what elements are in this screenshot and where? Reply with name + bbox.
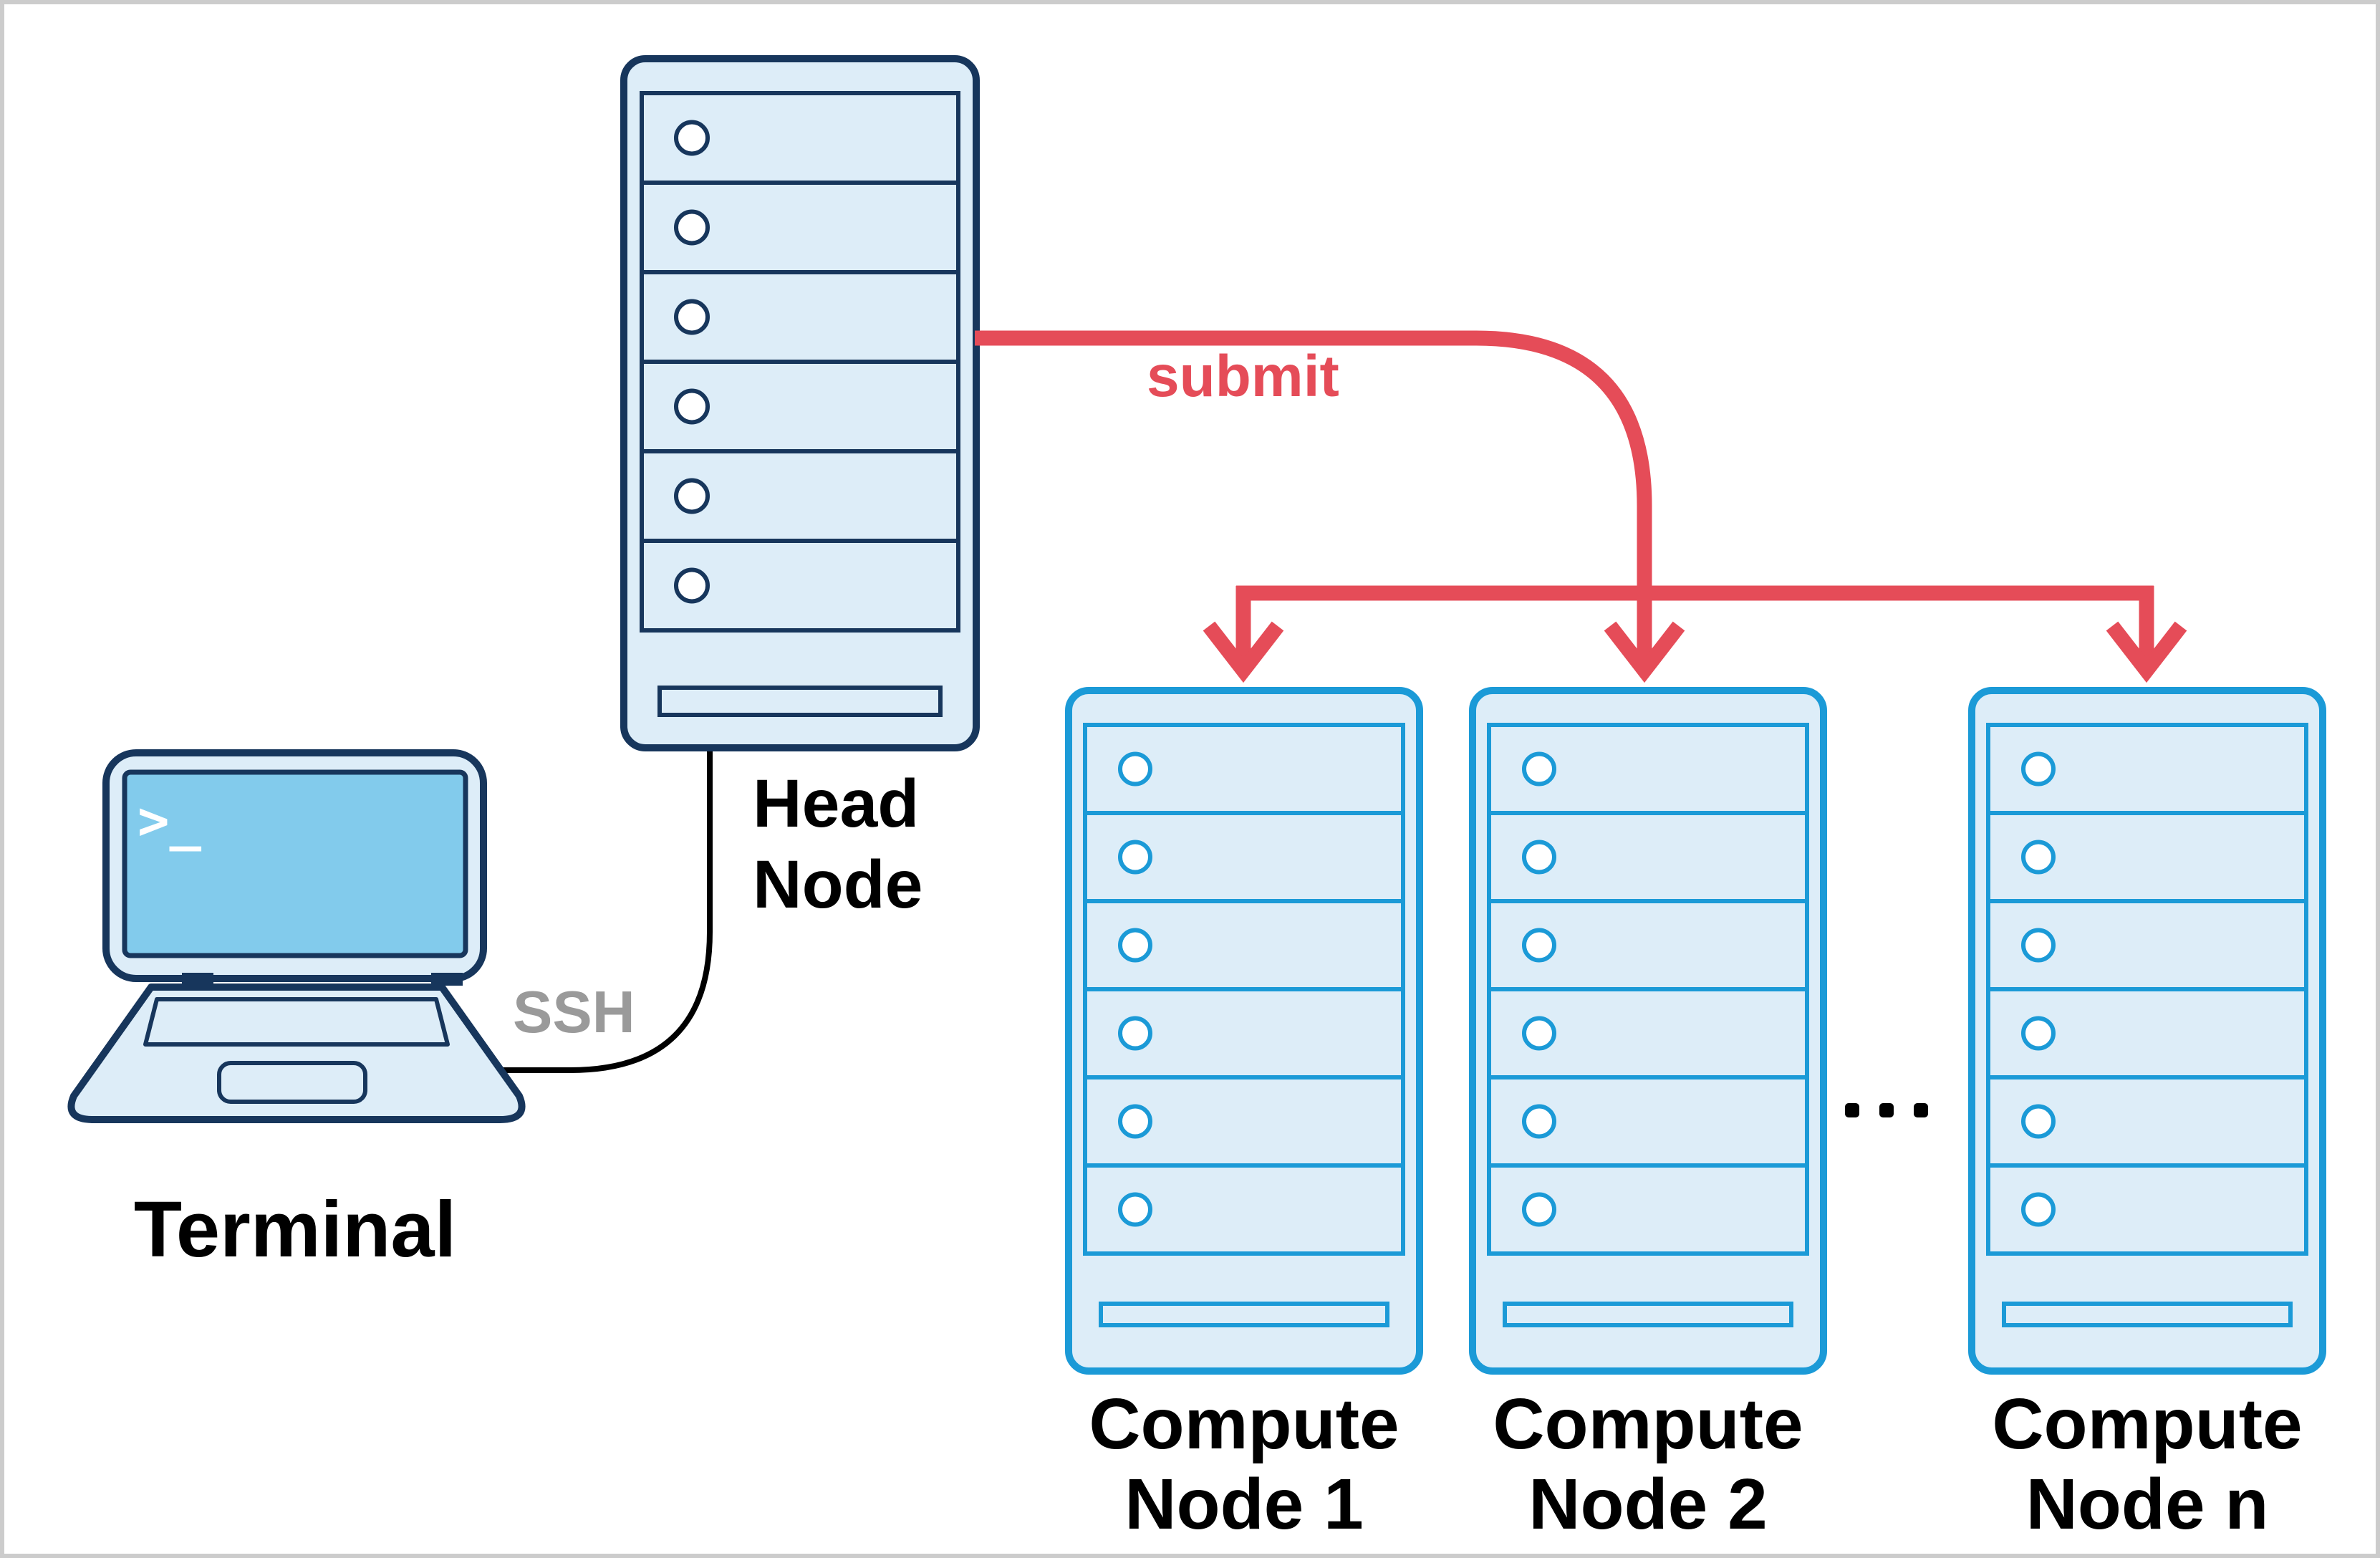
ellipsis-dot	[1845, 1103, 1859, 1117]
laptop-hinge-right	[431, 973, 463, 986]
compute-node-2-label: Compute Node 2	[1397, 1384, 1899, 1544]
ellipsis-dot	[1914, 1103, 1928, 1117]
drive-led-icon	[674, 567, 710, 604]
laptop-base	[67, 984, 526, 1123]
submit-label: submit	[1147, 344, 1339, 409]
submit-line	[975, 330, 1652, 662]
compute-node-2-label-line2: Node 2	[1528, 1464, 1768, 1544]
arrowhead-down-icon	[1203, 621, 1284, 683]
server-body	[1469, 687, 1827, 1375]
arrowhead-down-icon	[1604, 621, 1685, 683]
laptop-trackpad	[217, 1061, 367, 1104]
drive-led-icon	[2021, 928, 2056, 963]
vent-slot	[2002, 1302, 2293, 1327]
drive-led-icon	[2021, 1016, 2056, 1051]
terminal-laptop	[67, 749, 526, 1123]
compute-node-1-label-line2: Node 1	[1124, 1464, 1364, 1544]
head-node-server	[620, 55, 980, 751]
server-body	[1065, 687, 1423, 1375]
compute-node-2-label-line1: Compute	[1493, 1384, 1803, 1464]
laptop-keyboard	[143, 997, 450, 1047]
drive-led-icon	[2021, 840, 2056, 875]
compute-node-n-label: Compute Node n	[1897, 1384, 2376, 1544]
head-node-label-line2: Node	[753, 847, 923, 923]
laptop-hinge-left	[182, 973, 213, 986]
drive-led-icon	[1522, 928, 1556, 963]
server-body	[620, 55, 980, 751]
vent-slot	[657, 686, 943, 717]
compute-node-2-server	[1469, 687, 1827, 1375]
arrowhead-down-icon	[2106, 621, 2187, 683]
ssh-label: SSH	[513, 978, 635, 1045]
drive-led-icon	[1522, 840, 1556, 875]
ellipsis-dots	[1845, 1103, 1928, 1117]
compute-node-n-label-line1: Compute	[1992, 1384, 2303, 1464]
drive-led-icon	[1118, 1192, 1152, 1227]
compute-node-n-server	[1968, 687, 2326, 1375]
compute-node-1-server	[1065, 687, 1423, 1375]
vent-slot	[1099, 1302, 1389, 1327]
ssh-cable	[494, 745, 713, 1073]
drive-led-icon	[674, 209, 710, 246]
laptop-screen	[122, 769, 468, 958]
drive-led-icon	[1522, 1016, 1556, 1051]
drive-led-icon	[1522, 1104, 1556, 1139]
drive-led-icon	[1118, 1016, 1152, 1051]
drive-led-icon	[674, 478, 710, 514]
drive-led-icon	[2021, 1192, 2056, 1227]
drive-led-icon	[1118, 1104, 1152, 1139]
terminal-prompt: >_	[138, 790, 202, 852]
head-node-label-line1: Head	[753, 766, 920, 842]
drive-led-icon	[2021, 751, 2056, 787]
diagram-svg	[67, 55, 2326, 1375]
compute-node-1-label: Compute Node 1	[993, 1384, 1495, 1544]
terminal-label: Terminal	[133, 1186, 457, 1274]
head-node-label: Head Node	[753, 764, 923, 925]
server-body	[1968, 687, 2326, 1375]
vent-slot	[1503, 1302, 1793, 1327]
drive-led-icon	[1118, 928, 1152, 963]
drive-led-icon	[674, 299, 710, 335]
drive-led-icon	[674, 120, 710, 156]
drive-led-icon	[1522, 1192, 1556, 1227]
drive-led-icon	[1118, 751, 1152, 787]
ellipsis-dot	[1879, 1103, 1894, 1117]
drive-led-icon	[1118, 840, 1152, 875]
drive-led-icon	[2021, 1104, 2056, 1139]
compute-node-1-label-line1: Compute	[1089, 1384, 1399, 1464]
drive-led-icon	[1522, 751, 1556, 787]
drive-led-icon	[674, 388, 710, 425]
compute-node-n-label-line2: Node n	[2025, 1464, 2269, 1544]
submit-arrow-group	[975, 330, 2187, 683]
